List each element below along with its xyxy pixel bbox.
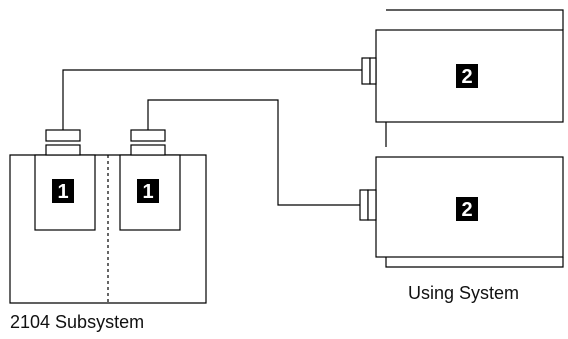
connector-left-lower (45, 144, 81, 156)
connector-right-lower (130, 144, 166, 156)
connector-right-upper (130, 129, 166, 142)
connector-left-upper (45, 129, 81, 142)
host-connector-bottom (359, 189, 377, 221)
using-system-enclosure (375, 9, 564, 268)
badge-subsystem-left: 1 (52, 179, 74, 203)
svg-text:2: 2 (461, 199, 472, 221)
host-connector-top (361, 57, 377, 85)
svg-text:1: 1 (57, 181, 68, 203)
svg-text:1: 1 (142, 181, 153, 203)
cable-to-host-bottom (147, 99, 360, 206)
badge-host-top: 2 (456, 64, 478, 88)
badge-host-bottom: 2 (456, 197, 478, 221)
cables (62, 69, 362, 206)
cable-to-host-top (62, 69, 362, 130)
drive-module-right (119, 129, 181, 231)
using-system-label: Using System (408, 283, 520, 303)
badge-subsystem-right: 1 (137, 179, 159, 203)
svg-text:2: 2 (461, 66, 472, 88)
subsystem-label: 2104 Subsystem (10, 312, 145, 332)
